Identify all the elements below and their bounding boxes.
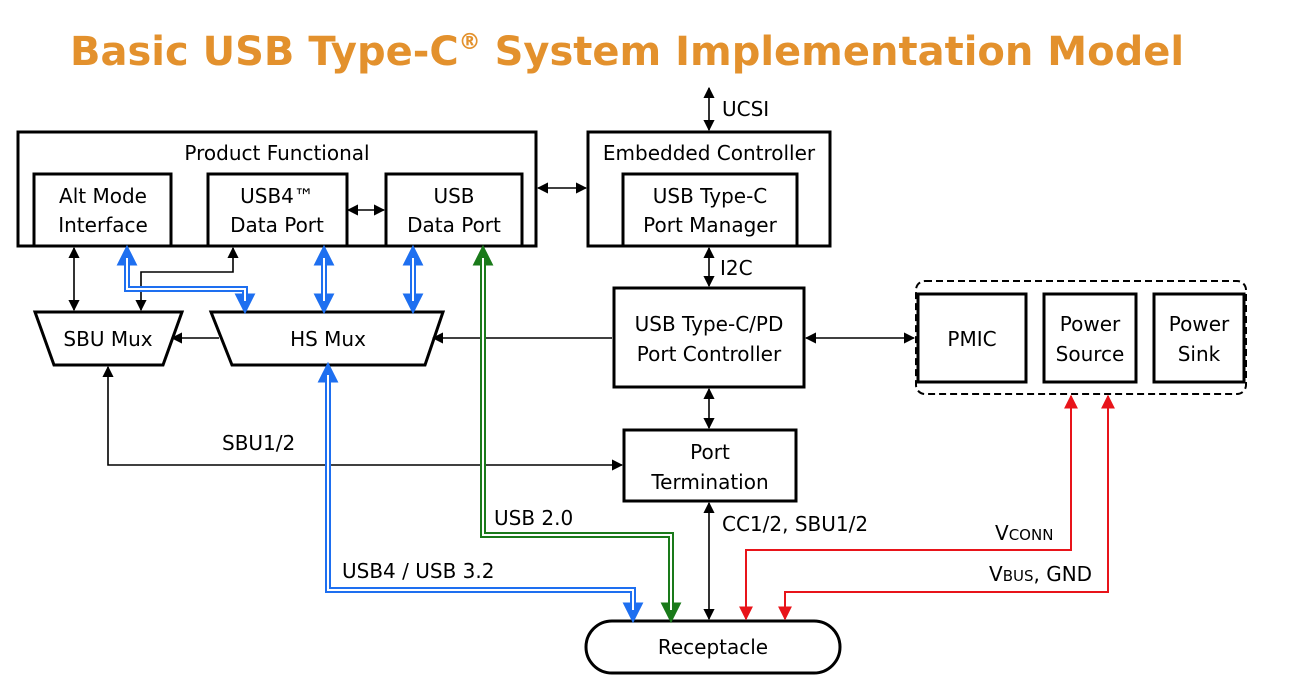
alt-mode-label-line1: Alt Mode — [59, 184, 147, 208]
port-termination-label-line2: Termination — [650, 470, 768, 494]
sbu-mux-label: SBU Mux — [63, 327, 152, 351]
port-manager-label-line2: Port Manager — [643, 213, 777, 237]
i2c-label: I2C — [720, 256, 753, 280]
usb20-signal — [472, 244, 682, 624]
vconn-label: VCONN — [995, 521, 1053, 545]
product-functional-label: Product Functional — [184, 141, 369, 165]
power-sink-block — [1152, 292, 1246, 384]
power-source-block — [1042, 292, 1138, 384]
power-sink-label-line1: Power — [1169, 312, 1230, 336]
usb-port-label-line1: USB — [433, 184, 474, 208]
usb-data-port-block — [384, 172, 524, 248]
port-manager-label-line1: USB Type-C — [653, 184, 768, 208]
alt-mode-interface-block — [32, 172, 173, 248]
usb4-usb32-label: USB4 / USB 3.2 — [342, 559, 494, 583]
pd-controller-block — [612, 286, 806, 389]
pd-controller-label-line2: Port Controller — [637, 342, 782, 366]
pmic-label: PMIC — [947, 327, 996, 351]
pd-controller-label-line1: USB Type-C/PD — [635, 312, 784, 336]
receptacle-block — [584, 619, 842, 675]
power-source-label-line1: Power — [1060, 312, 1121, 336]
power-sink-label-line2: Sink — [1178, 342, 1221, 366]
ucsi-label: UCSI — [722, 97, 769, 121]
alt-mode-label-line2: Interface — [58, 213, 148, 237]
sbu12-label: SBU1/2 — [222, 431, 295, 455]
power-group — [915, 280, 1247, 395]
port-manager-block — [621, 172, 799, 248]
vbus-gnd-arrow — [778, 394, 1115, 621]
sbu12-arrow — [102, 365, 624, 471]
embedded-controller-label: Embedded Controller — [603, 141, 816, 165]
usb-port-label-line2: Data Port — [407, 213, 501, 237]
port-termination-label-line1: Port — [690, 440, 730, 464]
usb4-port-label-line2: Data Port — [230, 213, 324, 237]
cc-sbu-label: CC1/2, SBU1/2 — [722, 512, 868, 536]
power-source-label-line2: Source — [1056, 342, 1125, 366]
usb4-data-port-block — [206, 172, 349, 248]
hs-mux-label: HS Mux — [290, 327, 366, 351]
usb20-label: USB 2.0 — [494, 506, 573, 530]
diagram-title: Basic USB Type-C® System Implementation … — [70, 29, 1184, 75]
vbus-gnd-label: VBUS, GND — [989, 562, 1092, 586]
usb4-sbu-mux-arrow — [135, 246, 239, 312]
usb4-port-label-line1: USB4™ — [240, 184, 314, 208]
pmic-block — [916, 292, 1028, 384]
receptacle-label: Receptacle — [658, 635, 768, 659]
